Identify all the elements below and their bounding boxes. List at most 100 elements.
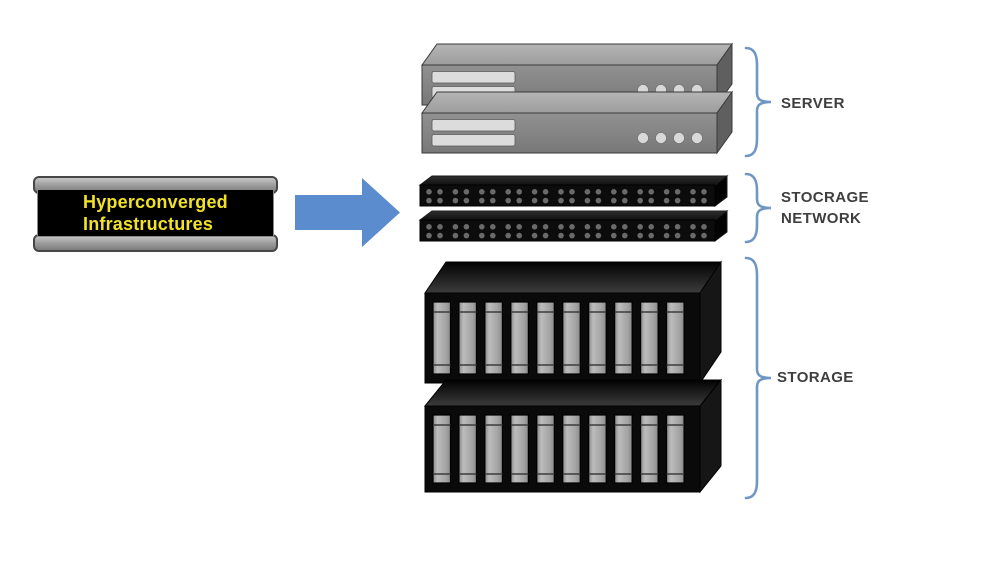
disk-drive bbox=[640, 414, 659, 484]
port-dot bbox=[505, 189, 511, 195]
array-top-face bbox=[423, 379, 723, 407]
port-dot bbox=[663, 224, 670, 230]
port-dot bbox=[622, 232, 628, 239]
port-dot bbox=[542, 232, 549, 239]
switch-front-face bbox=[419, 184, 716, 207]
port-dot bbox=[437, 189, 443, 195]
port-dot bbox=[701, 232, 707, 239]
disk-drive bbox=[432, 301, 452, 375]
port-dot bbox=[437, 224, 443, 230]
port-dot bbox=[569, 232, 575, 239]
port-dot bbox=[505, 224, 511, 230]
port-dot bbox=[452, 232, 459, 239]
port-dot bbox=[701, 189, 707, 195]
switch-top-face bbox=[418, 175, 729, 186]
port-dot bbox=[479, 224, 485, 230]
disk-drive bbox=[432, 414, 452, 484]
port-dot bbox=[648, 197, 654, 204]
port-dot bbox=[584, 189, 591, 195]
port-dot bbox=[452, 197, 459, 204]
port-dot bbox=[463, 189, 470, 195]
port-dot bbox=[622, 189, 628, 195]
port-dot bbox=[558, 224, 564, 230]
server-unit bbox=[421, 90, 733, 155]
port-dot bbox=[674, 232, 681, 239]
port-dot bbox=[558, 197, 564, 204]
switch-unit bbox=[418, 175, 729, 207]
disk-drive bbox=[484, 301, 504, 375]
port-dot bbox=[516, 189, 522, 195]
port-dot bbox=[479, 197, 485, 204]
label-storage: STORAGE bbox=[777, 369, 854, 386]
label-storage-network-line1: STOCRAGE bbox=[781, 189, 869, 206]
server-drive-slot bbox=[431, 134, 516, 147]
port-dot bbox=[463, 224, 470, 230]
port-dot bbox=[558, 232, 564, 239]
port-dot bbox=[542, 189, 549, 195]
server-led bbox=[673, 132, 685, 144]
port-dot bbox=[690, 197, 696, 204]
port-dot bbox=[622, 197, 628, 204]
curly-brace-icon-network bbox=[744, 172, 772, 244]
port-dot bbox=[558, 189, 564, 195]
port-dot bbox=[569, 189, 575, 195]
disk-drive bbox=[614, 301, 633, 375]
port-dot bbox=[490, 232, 496, 239]
port-dot bbox=[648, 232, 654, 239]
port-dot bbox=[637, 224, 643, 230]
curly-brace-icon-server bbox=[744, 46, 772, 158]
port-dot bbox=[490, 189, 496, 195]
port-dot bbox=[463, 232, 470, 239]
label-server: SERVER bbox=[781, 95, 845, 112]
hyperconverged-box: Hyperconverged Infrastructures bbox=[33, 175, 278, 255]
port-dot bbox=[637, 197, 643, 204]
port-dot bbox=[611, 224, 617, 230]
port-dot bbox=[595, 189, 602, 195]
port-dot bbox=[611, 189, 617, 195]
port-dot bbox=[531, 189, 538, 195]
server-top-face bbox=[421, 43, 733, 66]
disk-drive bbox=[562, 414, 581, 484]
port-dot bbox=[637, 232, 643, 239]
disk-array-unit bbox=[424, 260, 722, 385]
port-dot bbox=[542, 197, 549, 204]
port-dot bbox=[569, 197, 575, 204]
port-dot bbox=[637, 189, 643, 195]
port-dot bbox=[505, 197, 511, 204]
box-label: Hyperconverged Infrastructures bbox=[38, 191, 228, 235]
port-dot bbox=[674, 224, 681, 230]
hardware-stack bbox=[418, 42, 733, 494]
disk-drive bbox=[458, 414, 478, 484]
port-dot bbox=[426, 197, 432, 204]
port-dot bbox=[463, 197, 470, 204]
port-dot bbox=[490, 224, 496, 230]
curly-brace-path bbox=[744, 256, 772, 500]
port-dot bbox=[611, 197, 617, 204]
port-dot bbox=[426, 189, 432, 195]
switch-front-face bbox=[419, 219, 716, 242]
port-dot bbox=[426, 224, 432, 230]
right-arrow-shape bbox=[295, 178, 400, 247]
array-top-face bbox=[424, 261, 722, 294]
port-dot bbox=[531, 197, 538, 204]
port-dot bbox=[452, 224, 459, 230]
port-dot bbox=[595, 232, 602, 239]
server-front-face bbox=[421, 112, 718, 154]
port-dot bbox=[690, 232, 696, 239]
port-dot bbox=[426, 232, 432, 239]
port-dot bbox=[674, 189, 681, 195]
disk-drive bbox=[588, 301, 607, 375]
disk-array-unit bbox=[423, 378, 723, 494]
port-dot bbox=[584, 232, 591, 239]
port-dot bbox=[622, 224, 628, 230]
port-dot bbox=[516, 224, 522, 230]
port-dot bbox=[437, 232, 443, 239]
disk-drive bbox=[510, 414, 529, 484]
port-dot bbox=[437, 197, 443, 204]
curly-brace-path bbox=[744, 46, 772, 158]
server-led bbox=[691, 132, 703, 144]
port-dot bbox=[674, 197, 681, 204]
port-dot bbox=[595, 224, 602, 230]
port-dot bbox=[595, 197, 602, 204]
